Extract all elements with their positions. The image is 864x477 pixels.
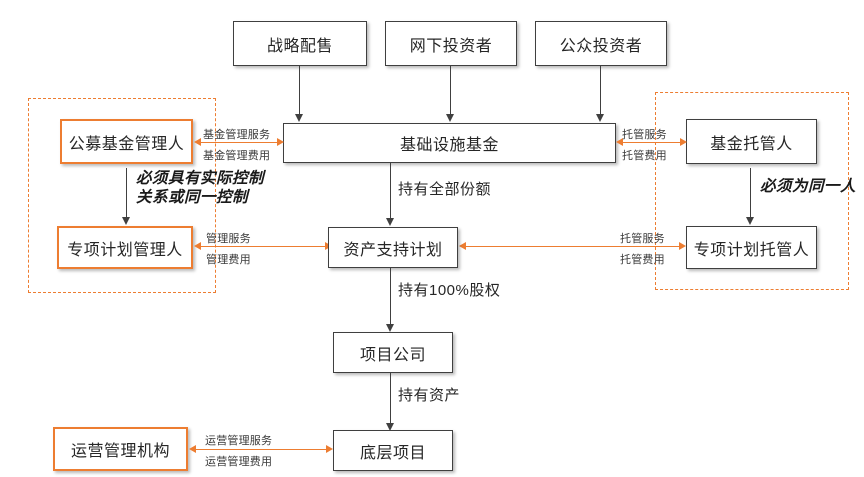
- node-label: 公募基金管理人: [68, 135, 185, 153]
- edge-operator-underlying: [195, 449, 328, 451]
- node-label: 专项计划管理人: [67, 241, 183, 259]
- label-custody-service-1: 托管服务: [622, 129, 667, 141]
- note-same-person: 必须为同一人: [760, 178, 857, 195]
- node-project-company[interactable]: 项目公司: [333, 332, 453, 373]
- label-operation-service: 运营管理服务: [205, 435, 273, 447]
- arrowhead-offline-to-fund: [446, 114, 454, 122]
- label-operation-fee: 运营管理费用: [205, 456, 273, 468]
- label-hold-assets: 持有资产: [398, 387, 461, 404]
- edge-infra-fund-to-abs-plan: [390, 163, 392, 219]
- label-custody-fee-2: 托管费用: [620, 254, 665, 266]
- node-special-plan-manager[interactable]: 专项计划管理人: [57, 226, 193, 269]
- label-hold-100-equity: 持有100%股权: [398, 282, 501, 299]
- edge-abs-plan-to-project-company: [390, 268, 392, 325]
- edge-project-company-to-underlying: [390, 373, 392, 424]
- label-mgmt-service: 管理服务: [206, 233, 251, 245]
- arrowhead-to-operation-manager: [189, 445, 196, 453]
- label-hold-all-shares: 持有全部份额: [398, 181, 492, 198]
- edge-strategic-to-fund: [299, 66, 301, 115]
- edge-infra-fund-fund-custodian: [622, 142, 682, 144]
- arrowhead-to-abs-plan-right: [459, 242, 466, 250]
- arrowhead-abs-plan-to-project-company: [386, 324, 394, 332]
- node-label: 专项计划托管人: [693, 241, 810, 259]
- label-mgmt-fee: 管理费用: [206, 254, 251, 266]
- label-fund-mgmt-service: 基金管理服务: [203, 129, 271, 141]
- arrowhead-to-plan-custodian: [679, 242, 686, 250]
- arrowhead-to-fund-manager: [194, 138, 201, 146]
- group-custodian-dashed-box: [655, 92, 849, 290]
- arrowhead-to-infra-fund-left: [277, 138, 284, 146]
- node-strategic-placement[interactable]: 战略配售: [233, 21, 367, 66]
- node-label: 基础设施基金: [399, 137, 499, 154]
- node-offline-investor[interactable]: 网下投资者: [385, 21, 517, 66]
- edge-plan-custodian-abs-plan: [465, 246, 681, 248]
- arrowhead-to-infra-fund-right: [616, 138, 623, 146]
- node-operation-manager[interactable]: 运营管理机构: [53, 427, 188, 471]
- node-label: 底层项目: [359, 444, 426, 462]
- arrowhead-public-to-fund: [596, 114, 604, 122]
- node-label: 战略配售: [266, 37, 333, 55]
- label-custody-service-2: 托管服务: [620, 233, 665, 245]
- edge-fund-custodian-to-plan-custodian: [750, 168, 752, 218]
- node-underlying-project[interactable]: 底层项目: [333, 430, 453, 471]
- note-control-relationship: 必须具有实际控制 关系或同一控制: [136, 170, 265, 206]
- edge-public-to-fund: [600, 66, 602, 115]
- node-public-fund-manager[interactable]: 公募基金管理人: [60, 119, 193, 164]
- arrowhead-to-plan-manager: [194, 242, 201, 250]
- edge-offline-to-fund: [450, 66, 452, 115]
- node-label: 资产支持计划: [343, 241, 443, 259]
- arrowhead-strategic-to-fund: [295, 114, 303, 122]
- arrowhead-fund-custodian-to-plan-custodian: [746, 217, 754, 225]
- label-fund-mgmt-fee: 基金管理费用: [203, 150, 271, 162]
- edge-fund-manager-infra-fund: [200, 142, 278, 144]
- arrowhead-fund-manager-to-plan-manager: [122, 217, 130, 225]
- edge-plan-manager-abs-plan: [200, 246, 327, 248]
- node-label: 运营管理机构: [70, 443, 170, 460]
- arrowhead-project-company-to-underlying: [386, 423, 394, 431]
- label-custody-fee-1: 托管费用: [622, 150, 667, 162]
- node-special-plan-custodian[interactable]: 专项计划托管人: [686, 226, 817, 269]
- node-fund-custodian[interactable]: 基金托管人: [686, 119, 817, 164]
- arrowhead-infra-fund-to-abs-plan: [386, 218, 394, 226]
- node-public-investor[interactable]: 公众投资者: [535, 21, 667, 66]
- node-abs-plan[interactable]: 资产支持计划: [328, 227, 458, 268]
- node-label: 基金托管人: [710, 135, 793, 153]
- node-label: 网下投资者: [409, 37, 493, 55]
- arrowhead-to-fund-custodian: [680, 138, 687, 146]
- node-label: 项目公司: [359, 346, 426, 364]
- edge-fund-manager-to-plan-manager: [126, 168, 128, 218]
- arrowhead-to-underlying-project: [326, 445, 333, 453]
- node-label: 公众投资者: [559, 37, 643, 55]
- node-infrastructure-fund[interactable]: 基础设施基金: [283, 123, 616, 163]
- group-manager-dashed-box: [28, 98, 216, 293]
